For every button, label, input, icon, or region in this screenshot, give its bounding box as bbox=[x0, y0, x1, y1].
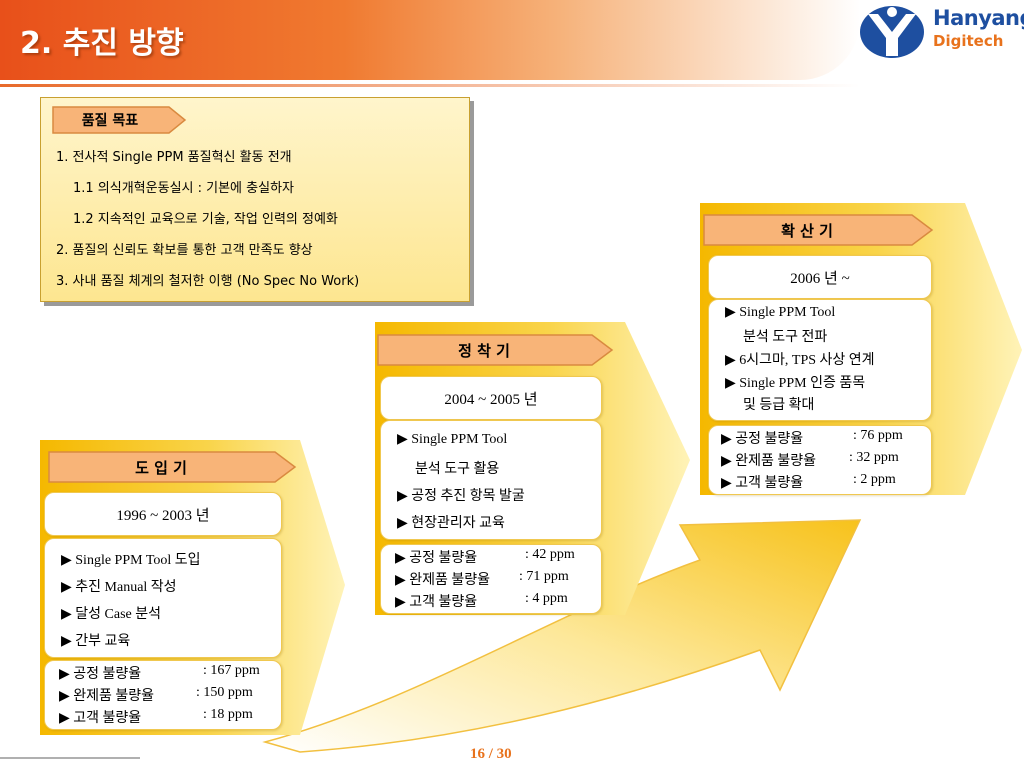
stage-2-period: 2004 ~ 2005 년 bbox=[380, 376, 602, 420]
header-band bbox=[0, 0, 860, 80]
stage-2-tag: 정 착 기 bbox=[376, 333, 614, 367]
stage-1-stat-3-label: ▶ 고객 불량율 bbox=[59, 711, 142, 726]
stage-3-activity-3: ▶ 6시그마, TPS 사상 연계 bbox=[725, 353, 875, 368]
stage-2-stat-3-label: ▶ 고객 불량율 bbox=[395, 595, 478, 610]
stage-1-activity-3: ▶ 달성 Case 분석 bbox=[61, 607, 162, 622]
stage-1-activity-2: ▶ 추진 Manual 작성 bbox=[61, 580, 177, 595]
logo-text-digitech: Digitech bbox=[933, 32, 1004, 50]
company-logo: Hanyang Digitech bbox=[858, 4, 1024, 60]
stage-1-tag-label: 도 입 기 bbox=[135, 458, 187, 477]
goal-line-5: 3. 사내 품질 체계의 철저한 이행 (No Spec No Work) bbox=[56, 274, 360, 289]
stage-2-stat-1-value: : 42 ppm bbox=[525, 547, 575, 562]
goal-tag-label: 품질 목표 bbox=[81, 113, 139, 129]
stage-3-stat-1-value: : 76 ppm bbox=[853, 428, 903, 443]
stage-1-stat-2-value: : 150 ppm bbox=[196, 685, 253, 700]
stage-3-stat-3-label: ▶ 고객 불량율 bbox=[721, 476, 804, 491]
page-title: 2. 추진 방향 bbox=[20, 26, 184, 61]
stage-3-tag: 확 산 기 bbox=[702, 213, 934, 247]
stage-1-activity-1: ▶ Single PPM Tool 도입 bbox=[61, 553, 201, 568]
stage-3-stats: ▶ 공정 불량율 : 76 ppm ▶ 완제품 불량율 : 32 ppm ▶ 고… bbox=[708, 425, 932, 495]
stage-3-stat-2-label: ▶ 완제품 불량율 bbox=[721, 454, 817, 469]
stage-3-tag-label: 확 산 기 bbox=[781, 221, 833, 240]
stage-2-stats: ▶ 공정 불량율 : 42 ppm ▶ 완제품 불량율 : 71 ppm ▶ 고… bbox=[380, 544, 602, 614]
logo-text-hanyang: Hanyang bbox=[933, 6, 1024, 30]
goal-tag: 품질 목표 bbox=[51, 105, 187, 135]
stage-2-stat-1-label: ▶ 공정 불량율 bbox=[395, 551, 478, 566]
stage-2-period-text: 2004 ~ 2005 년 bbox=[444, 391, 538, 408]
stage-3-stat-1-label: ▶ 공정 불량율 bbox=[721, 432, 804, 447]
stage-1-stats: ▶ 공정 불량율 : 167 ppm ▶ 완제품 불량율 : 150 ppm ▶… bbox=[44, 660, 282, 730]
page-number: 16 / 30 bbox=[470, 746, 512, 762]
stage-1-period: 1996 ~ 2003 년 bbox=[44, 492, 282, 536]
goal-line-1: 1. 전사적 Single PPM 품질혁신 활동 전개 bbox=[56, 150, 292, 165]
stage-2-activity-2: 분석 도구 활용 bbox=[415, 462, 500, 477]
stage-3-stat-2-value: : 32 ppm bbox=[849, 450, 899, 465]
stage-2-tag-label: 정 착 기 bbox=[458, 341, 510, 360]
stage-3-activity-5: 및 등급 확대 bbox=[743, 398, 815, 413]
stage-1-stat-3-value: : 18 ppm bbox=[203, 707, 253, 722]
tag-shape bbox=[703, 214, 934, 246]
stage-2-activity-4: ▶ 현장관리자 교육 bbox=[397, 516, 505, 531]
stage-2-activity-3: ▶ 공정 추진 항목 발굴 bbox=[397, 489, 525, 504]
stage-3-activity-2: 분석 도구 전파 bbox=[743, 330, 828, 345]
tag-shape bbox=[48, 451, 297, 483]
stage-1-stat-2-label: ▶ 완제품 불량율 bbox=[59, 689, 155, 704]
stage-2-activities: ▶ Single PPM Tool 분석 도구 활용 ▶ 공정 추진 항목 발굴… bbox=[380, 420, 602, 540]
stage-3-activity-1: ▶ Single PPM Tool bbox=[725, 305, 836, 320]
stage-3-period-text: 2006 년 ~ bbox=[790, 270, 850, 287]
stage-3-stat-3-value: : 2 ppm bbox=[853, 472, 896, 487]
logo-mark-icon bbox=[860, 6, 924, 58]
stage-2-stat-3-value: : 4 ppm bbox=[525, 591, 568, 606]
tag-shape bbox=[377, 334, 614, 366]
stage-2-stat-2-value: : 71 ppm bbox=[519, 569, 569, 584]
quality-goal-box: 품질 목표 1. 전사적 Single PPM 품질혁신 활동 전개 1.1 의… bbox=[40, 97, 470, 302]
growth-arrow bbox=[262, 519, 862, 753]
stage-1-activities: ▶ Single PPM Tool 도입 ▶ 추진 Manual 작성 ▶ 달성… bbox=[44, 538, 282, 658]
goal-line-3: 1.2 지속적인 교육으로 기술, 작업 인력의 정예화 bbox=[73, 212, 338, 227]
stage-1-tag: 도 입 기 bbox=[47, 450, 297, 484]
stage-1-stat-1-label: ▶ 공정 불량율 bbox=[59, 667, 142, 682]
stage-1-stat-1-value: : 167 ppm bbox=[203, 663, 260, 678]
goal-line-4: 2. 품질의 신뢰도 확보를 통한 고객 만족도 향상 bbox=[56, 243, 313, 258]
footer-divider bbox=[0, 757, 140, 759]
stage-3-activities: ▶ Single PPM Tool 분석 도구 전파 ▶ 6시그마, TPS 사… bbox=[708, 299, 932, 421]
goal-line-2: 1.1 의식개혁운동실시 : 기본에 충실하자 bbox=[73, 181, 294, 196]
stage-2-activity-1: ▶ Single PPM Tool bbox=[397, 432, 508, 447]
stage-3-period: 2006 년 ~ bbox=[708, 255, 932, 299]
stage-1-period-text: 1996 ~ 2003 년 bbox=[116, 507, 210, 524]
stage-2-stat-2-label: ▶ 완제품 불량율 bbox=[395, 573, 491, 588]
header-divider bbox=[0, 84, 860, 87]
stage-1-activity-4: ▶ 간부 교육 bbox=[61, 634, 131, 649]
tag-shape bbox=[52, 106, 187, 134]
stage-3-activity-4: ▶ Single PPM 인증 품목 bbox=[725, 376, 866, 391]
